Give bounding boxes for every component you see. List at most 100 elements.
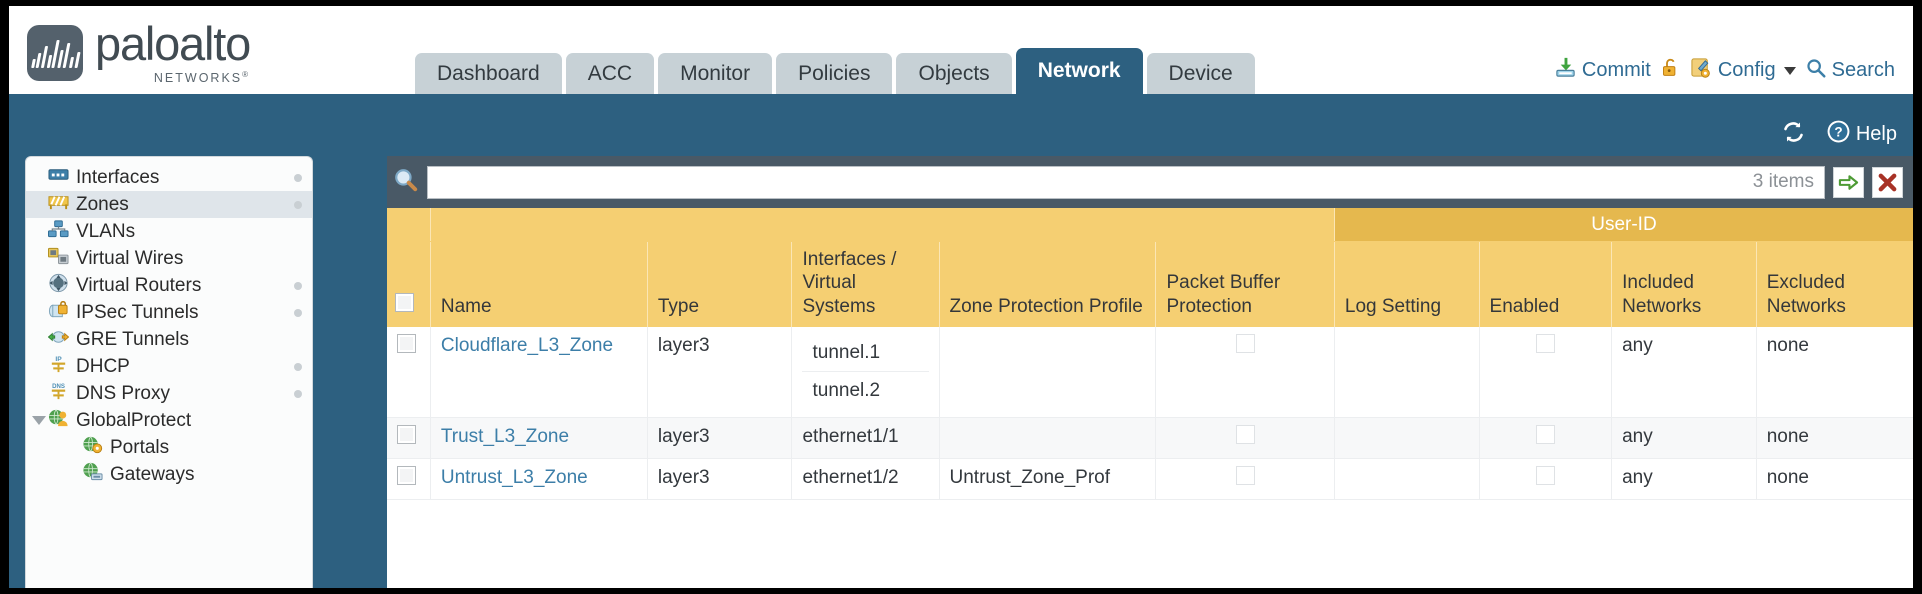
sidebar-status-dot bbox=[294, 362, 302, 371]
main-nav-tabs: Dashboard ACC Monitor Policies Objects N… bbox=[415, 48, 1259, 94]
group-header-user-id: User-ID bbox=[1334, 208, 1913, 243]
chevron-down-icon[interactable] bbox=[1783, 66, 1796, 75]
body-area: Interfaces Zones VLANs Vir bbox=[9, 156, 1913, 588]
sidebar-item-label: Interfaces bbox=[76, 166, 160, 188]
row-checkbox[interactable] bbox=[397, 425, 416, 445]
gateways-icon bbox=[82, 462, 103, 487]
cell-included-networks: any bbox=[1611, 326, 1757, 419]
tab-network[interactable]: Network bbox=[1015, 48, 1143, 94]
cell-name[interactable]: Untrust_L3_Zone bbox=[430, 458, 648, 500]
col-header-zone-protection-profile[interactable]: Zone Protection Profile bbox=[939, 241, 1157, 327]
virtual-wires-icon bbox=[48, 247, 69, 271]
help-button[interactable]: ? Help bbox=[1826, 119, 1897, 150]
cell-userid-enabled[interactable] bbox=[1479, 417, 1613, 459]
interface-entry: tunnel.1 bbox=[802, 334, 929, 373]
cell-zone-protection-profile: Untrust_Zone_Prof bbox=[939, 458, 1157, 500]
content-panel: 3 items bbox=[387, 156, 1913, 588]
svg-text:?: ? bbox=[1834, 125, 1842, 140]
cell-packet-buffer-protection[interactable] bbox=[1155, 458, 1335, 500]
userid-enabled-checkbox[interactable] bbox=[1535, 425, 1555, 445]
sidebar-item-zones[interactable]: Zones bbox=[26, 191, 312, 218]
row-select-cell[interactable] bbox=[387, 326, 431, 419]
top-header: paloalto NETWORKS® Dashboard ACC Monitor… bbox=[9, 6, 1913, 94]
sidebar-item-gre-tunnels[interactable]: GRE Tunnels bbox=[26, 326, 312, 353]
col-header-interfaces[interactable]: Interfaces / Virtual Systems bbox=[791, 241, 940, 327]
cell-name[interactable]: Cloudflare_L3_Zone bbox=[430, 326, 648, 419]
sidebar-status-dot bbox=[294, 281, 302, 290]
search-button[interactable]: Search bbox=[1805, 57, 1895, 85]
brand-tagline: NETWORKS® bbox=[153, 69, 251, 85]
select-all-header[interactable] bbox=[387, 241, 431, 327]
cell-userid-enabled[interactable] bbox=[1479, 458, 1613, 500]
sidebar-item-label: Zones bbox=[76, 193, 129, 215]
zones-table-wrapper[interactable]: User-ID Name Type Interfaces / Virtual S… bbox=[387, 208, 1913, 588]
col-header-included-networks[interactable]: Included Networks bbox=[1611, 241, 1757, 327]
sidebar-item-dhcp[interactable]: IP DHCP bbox=[26, 353, 312, 380]
cell-excluded-networks: none bbox=[1756, 417, 1913, 459]
sidebar-item-vlans[interactable]: VLANs bbox=[26, 218, 312, 245]
sidebar-item-globalprotect[interactable]: GlobalProtect bbox=[26, 407, 312, 434]
cell-name[interactable]: Trust_L3_Zone bbox=[430, 417, 648, 459]
col-header-excluded-networks[interactable]: Excluded Networks bbox=[1756, 241, 1913, 327]
refresh-icon[interactable] bbox=[1780, 120, 1807, 149]
zone-name-link[interactable]: Trust_L3_Zone bbox=[440, 426, 570, 448]
packet-buffer-protection-checkbox[interactable] bbox=[1235, 425, 1255, 445]
tab-acc[interactable]: ACC bbox=[565, 53, 655, 94]
col-header-packet-buffer-protection[interactable]: Packet Buffer Protection bbox=[1155, 241, 1335, 327]
tab-monitor[interactable]: Monitor bbox=[658, 53, 773, 94]
sidebar-item-interfaces[interactable]: Interfaces bbox=[26, 164, 312, 191]
red-x-clear-icon bbox=[1878, 173, 1897, 191]
sidebar-item-gateways[interactable]: Gateways bbox=[26, 461, 312, 488]
col-header-type[interactable]: Type bbox=[647, 241, 793, 327]
col-header-log-setting[interactable]: Log Setting bbox=[1334, 241, 1480, 327]
zone-name-link[interactable]: Untrust_L3_Zone bbox=[440, 466, 588, 488]
header-action-bar: Commit bbox=[1554, 56, 1895, 85]
table-row[interactable]: Cloudflare_L3_Zone layer3 tunnel.1 tunne… bbox=[387, 326, 1913, 419]
apply-filter-button[interactable] bbox=[1833, 166, 1864, 198]
cell-packet-buffer-protection[interactable] bbox=[1155, 417, 1335, 459]
zone-name-link[interactable]: Cloudflare_L3_Zone bbox=[440, 334, 614, 356]
table-row[interactable]: Trust_L3_Zone layer3 ethernet1/1 bbox=[387, 417, 1913, 459]
commit-button[interactable]: Commit bbox=[1554, 56, 1651, 85]
dhcp-ip-icon: IP bbox=[48, 354, 69, 380]
sidebar-item-portals[interactable]: Portals bbox=[26, 434, 312, 461]
clear-filter-button[interactable] bbox=[1872, 166, 1903, 198]
col-header-enabled[interactable]: Enabled bbox=[1479, 241, 1613, 327]
cell-included-networks: any bbox=[1611, 417, 1757, 459]
tab-objects[interactable]: Objects bbox=[896, 53, 1012, 94]
cell-userid-enabled[interactable] bbox=[1479, 326, 1613, 419]
config-wrench-icon bbox=[1690, 56, 1713, 85]
col-header-name[interactable]: Name bbox=[430, 241, 648, 327]
svg-text:IP: IP bbox=[55, 356, 62, 363]
unlock-button[interactable] bbox=[1660, 56, 1681, 85]
search-input[interactable] bbox=[428, 171, 1753, 193]
userid-enabled-checkbox[interactable] bbox=[1535, 333, 1555, 353]
tab-policies[interactable]: Policies bbox=[776, 53, 893, 94]
tab-dashboard[interactable]: Dashboard bbox=[415, 53, 562, 94]
cell-packet-buffer-protection[interactable] bbox=[1155, 326, 1335, 419]
sidebar-item-label: Virtual Routers bbox=[76, 274, 202, 296]
help-label: Help bbox=[1855, 123, 1897, 145]
sidebar-item-label: Virtual Wires bbox=[76, 247, 184, 269]
left-sidebar: Interfaces Zones VLANs Vir bbox=[25, 156, 313, 588]
select-all-checkbox[interactable] bbox=[395, 292, 414, 312]
packet-buffer-protection-checkbox[interactable] bbox=[1235, 333, 1255, 353]
sidebar-item-virtual-wires[interactable]: Virtual Wires bbox=[26, 245, 312, 272]
sidebar-item-ipsec-tunnels[interactable]: IPSec Tunnels bbox=[26, 299, 312, 326]
chevron-down-icon[interactable] bbox=[32, 416, 46, 425]
tab-device[interactable]: Device bbox=[1146, 53, 1255, 94]
sidebar-item-dns-proxy[interactable]: DNS DNS Proxy bbox=[26, 380, 312, 407]
sidebar-item-virtual-routers[interactable]: Virtual Routers bbox=[26, 272, 312, 299]
table-row[interactable]: Untrust_L3_Zone layer3 ethernet1/2 Untru… bbox=[387, 458, 1913, 500]
packet-buffer-protection-checkbox[interactable] bbox=[1235, 465, 1255, 485]
row-select-cell[interactable] bbox=[387, 417, 431, 459]
row-checkbox[interactable] bbox=[397, 465, 416, 485]
userid-enabled-checkbox[interactable] bbox=[1535, 465, 1555, 485]
magnifier-icon[interactable] bbox=[393, 167, 419, 198]
row-checkbox[interactable] bbox=[397, 333, 416, 353]
cell-type: layer3 bbox=[647, 417, 793, 459]
search-field-wrapper[interactable]: 3 items bbox=[427, 165, 1825, 199]
row-select-cell[interactable] bbox=[387, 458, 431, 500]
sidebar-item-label: DHCP bbox=[76, 355, 130, 377]
config-menu-button[interactable]: Config bbox=[1690, 56, 1796, 85]
